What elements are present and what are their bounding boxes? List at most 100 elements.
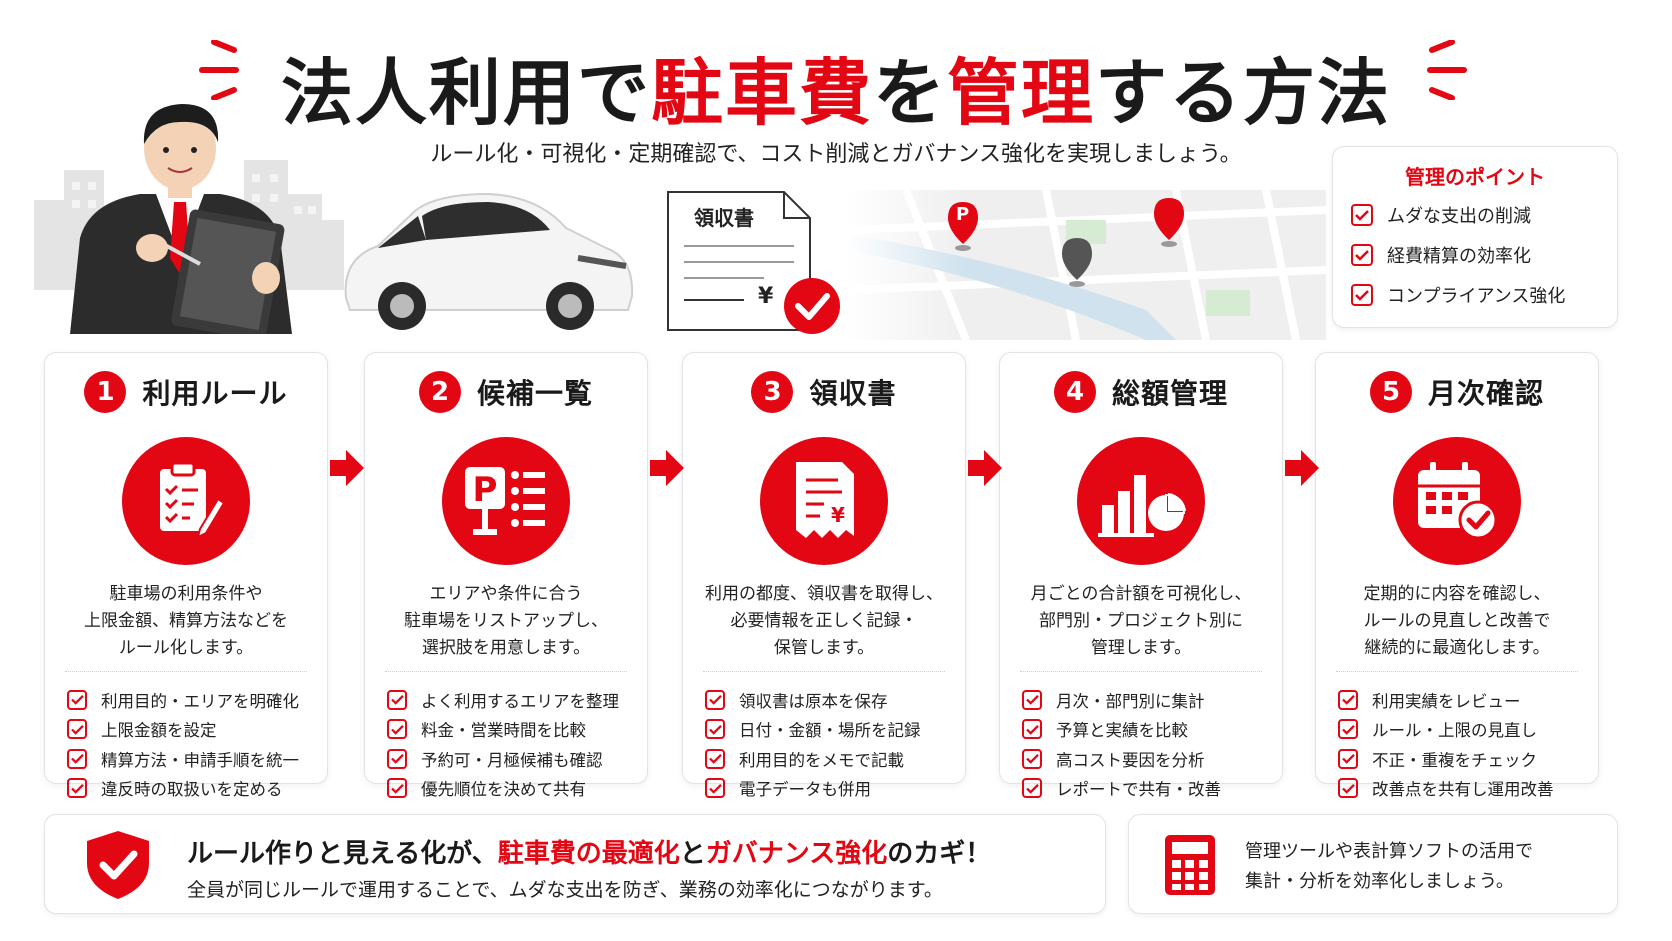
key-message-box: ルール作りと見える化が、駐車費の最適化とガバナンス強化のカギ！ 全員が同じルール… [44,814,1106,914]
key-message-part: と [679,839,706,869]
step-checklist-item: 利用実績をレビュー [1338,685,1588,715]
step-title: 候補一覧 [476,377,593,410]
step-checklist-label: 利用目的をメモで記載 [739,750,904,770]
step-title: 利用ルール [142,377,288,410]
step-checklist-item: 精算方法・申請手順を統一 [67,744,317,774]
step-checklist-item: 利用目的・エリアを明確化 [67,685,317,715]
receipt-illustration: 領収書 ¥ [664,188,844,342]
step-description: 月ごとの合計額を可視化し、部門別・プロジェクト別に管理します。 [1010,581,1272,662]
step-description-line: 必要情報を正しく記録・ [730,611,918,631]
map-illustration: P [845,188,1327,344]
step-checklist-item: 改善点を共有し運用改善 [1338,774,1588,804]
key-message-body: 全員が同じルールで運用することで、ムダな支出を防ぎ、業務の効率化につながります。 [187,879,943,901]
step-checklist-item: 日付・金額・場所を記録 [705,715,955,745]
checkbox-icon [67,748,87,769]
checkbox-icon [387,719,407,740]
step-checklist: 領収書は原本を保存日付・金額・場所を記録利用目的をメモで記載電子データも併用 [705,685,955,803]
step-checklist-item: 予算と実績を比較 [1022,715,1272,745]
step-checklist-label: 電子データも併用 [739,780,871,800]
step-description-line: 駐車場をリストアップし、 [404,611,608,631]
step-description-line: ルール化します。 [118,638,254,658]
points-item: ムダな支出の削減 [1351,202,1599,228]
step-checklist-label: 予約可・月極候補も確認 [421,750,603,770]
burst-left-icon [199,40,239,100]
checkbox-icon [1022,778,1042,799]
tool-tip-box: 管理ツールや表計算ソフトの活用で 集計・分析を効率化しましょう。 [1128,814,1618,914]
car-illustration [344,192,634,330]
checkbox-icon [705,689,725,710]
step-checklist-item: 予約可・月極候補も確認 [387,744,637,774]
arrow-right-icon [330,450,364,486]
step-description-line: 継続的に最適化します。 [1364,638,1550,658]
step-checklist-label: 領収書は原本を保存 [739,691,888,711]
step-description-line: エリアや条件に合う [429,584,583,604]
points-item-label: コンプライアンス強化 [1387,286,1566,307]
step-description: エリアや条件に合う駐車場をリストアップし、選択肢を用意します。 [375,581,637,662]
checkbox-icon [387,689,407,710]
title-part: 法人利用で [280,51,651,135]
step-description: 定期的に内容を確認し、ルールの見直しと改善で継続的に最適化します。 [1326,581,1588,662]
step-divider [65,671,307,672]
step-description: 駐車場の利用条件や上限金額、精算方法などをルール化します。 [55,581,317,662]
step-description-line: 月ごとの合計額を可視化し、 [1030,584,1252,604]
step-title: 月次確認 [1427,377,1544,410]
burst-right-icon [1427,40,1467,100]
checkbox-icon [1351,244,1373,266]
step-number-badge: 2 [418,371,461,413]
step-checklist-label: 精算方法・申請手順を統一 [101,750,299,770]
receipt-hero-label: 領収書 [694,206,754,230]
step-description-line: 利用の都度、領収書を取得し、 [705,584,943,604]
step-checklist-item: 利用目的をメモで記載 [705,744,955,774]
step-checklist-label: レポートで共有・改善 [1056,780,1221,800]
step-number-badge: 1 [84,371,127,413]
step-divider [1020,671,1262,672]
tool-tip-line: 管理ツールや表計算ソフトの活用で [1245,841,1533,862]
step-description-line: 定期的に内容を確認し、 [1363,584,1551,604]
title-part: する方法 [1095,51,1392,135]
receipt-hero-yen: ¥ [758,284,774,309]
step-checklist-item: 優先順位を決めて共有 [387,774,637,804]
svg-text:P: P [473,470,498,510]
points-item: 経費精算の効率化 [1351,242,1599,268]
svg-text:¥: ¥ [831,503,845,527]
step-card-1: 1 利用ルール駐車場の利用条件や上限金額、精算方法などをルール化します。利用目的・… [44,352,328,799]
step-checklist-item: 料金・営業時間を比較 [387,715,637,745]
step-checklist-item: 違反時の取扱いを定める [67,774,317,804]
step-title: 領収書 [809,377,897,410]
step-description-line: 選択肢を用意します。 [421,638,591,658]
parking-marker-icon [1154,198,1184,247]
step-checklist-item: 上限金額を設定 [67,715,317,745]
step-checklist-item: 高コスト要因を分析 [1022,744,1272,774]
step-checklist-label: 利用実績をレビュー [1372,691,1521,711]
step-number-badge: 3 [751,371,794,413]
calculator-icon [1165,835,1215,895]
step-description-line: 管理します。 [1090,638,1192,658]
step-checklist-item: レポートで共有・改善 [1022,774,1272,804]
step-checklist-label: 料金・営業時間を比較 [421,721,586,741]
step-checklist-label: 高コスト要因を分析 [1056,750,1205,770]
checkbox-icon [1022,689,1042,710]
checkbox-icon [705,748,725,769]
step-checklist: 利用目的・エリアを明確化上限金額を設定精算方法・申請手順を統一違反時の取扱いを定… [67,685,317,803]
checkbox-icon [1338,719,1358,740]
step-divider [385,671,627,672]
parking-marker-label: P [956,204,970,225]
points-item-label: 経費精算の効率化 [1387,246,1531,267]
step-checklist-label: 不正・重複をチェック [1372,750,1537,770]
checkbox-icon [1022,719,1042,740]
checkbox-icon [67,689,87,710]
clipboard-checklist-icon [122,437,250,565]
checkbox-icon [1338,689,1358,710]
key-message-highlight: 駐車費の最適化 [497,839,680,869]
tool-tip-line: 集計・分析を効率化しましょう。 [1245,871,1514,892]
title-part: を [872,51,947,135]
step-checklist-item: ルール・上限の見直し [1338,715,1588,745]
page-subtitle: ルール化・可視化・定期確認で、コスト削減とガバナンス強化を実現しましょう。 [430,142,1242,167]
parking-marker-icon [1062,238,1092,287]
step-checklist-label: 優先順位を決めて共有 [421,780,586,800]
